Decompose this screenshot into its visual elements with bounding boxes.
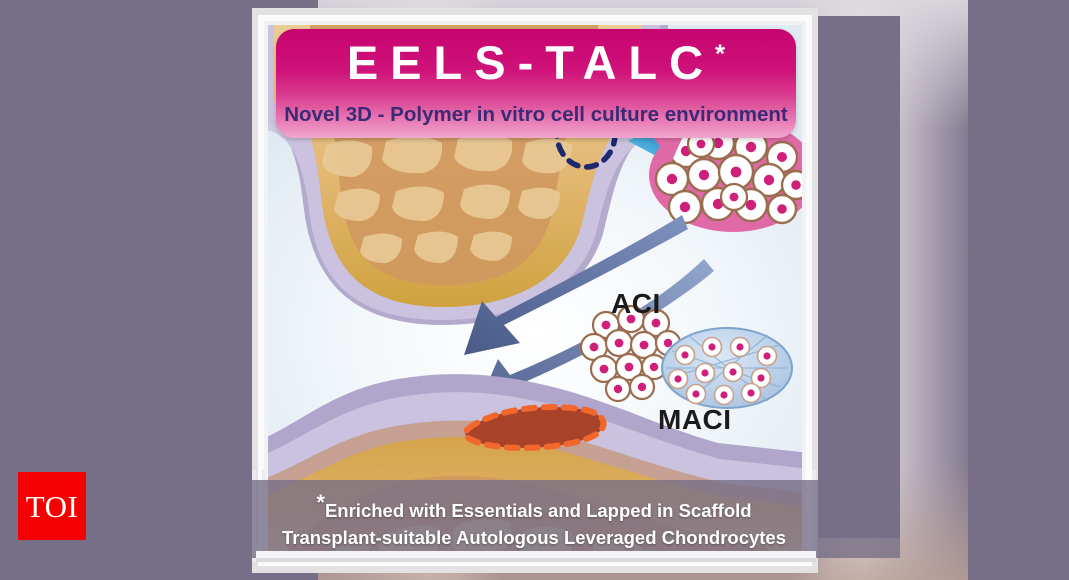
aci-cell-cluster (579, 304, 682, 403)
aci-delivery-arrow (464, 215, 688, 355)
chondrocyte-culture-cluster (649, 118, 802, 232)
label-maci: MACI (658, 404, 732, 435)
maci-scaffold-oval (661, 327, 793, 409)
banner-plate: EELS-TALC* Novel 3D - Polymer in vitro c… (276, 29, 796, 138)
toi-logo[interactable]: TOI (18, 472, 86, 540)
bottom-rule-light (256, 551, 816, 558)
banner-subtitle: Novel 3D - Polymer in vitro cell culture… (284, 103, 788, 126)
background-pillar-left (168, 16, 256, 538)
background-right-block (968, 0, 1069, 580)
toi-logo-text: TOI (25, 488, 79, 524)
eels-talc-banner: EELS-TALC* Novel 3D - Polymer in vitro c… (272, 25, 802, 165)
illustration-canvas: EELS-TALC* Novel 3D - Polymer in vitro c… (268, 25, 802, 556)
cartilage-defect-lesion (462, 404, 607, 451)
bottom-rule-shadow (256, 558, 816, 562)
background-pillar-right (812, 16, 900, 538)
caption-text: *Enriched with Essentials and Lapped in … (168, 480, 900, 558)
caption-line-1: *Enriched with Essentials and Lapped in … (316, 490, 752, 522)
banner-title: EELS-TALC* (346, 36, 726, 89)
caption-line-2: Transplant-suitable Autologous Leveraged… (281, 526, 787, 548)
cultured-cells (654, 125, 802, 225)
caption-band (168, 480, 900, 558)
label-aci: ACI (611, 288, 661, 319)
